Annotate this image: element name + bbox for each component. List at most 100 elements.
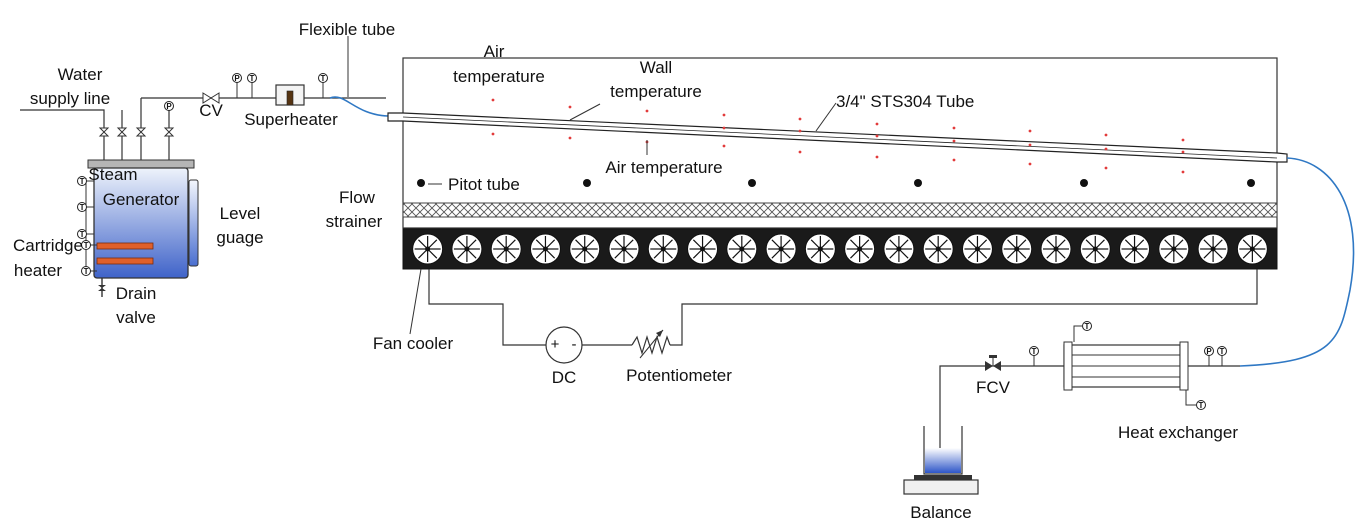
t-sensor-icon [77, 176, 94, 187]
t-sensor-icon [81, 240, 97, 251]
fan-icon [804, 233, 836, 265]
thermocouple-points [491, 98, 1185, 174]
balance-label: Balance [910, 503, 971, 522]
fan-icon [608, 233, 640, 265]
fan-icon [412, 233, 444, 265]
fan-icon [451, 233, 483, 265]
tube-label: 3/4" STS304 Tube [836, 92, 974, 111]
fan-icon [922, 233, 954, 265]
valve-icon [135, 127, 147, 137]
fan-row [412, 233, 1268, 265]
fan-circuit-wire [428, 269, 546, 346]
cartridge-heater-lower [96, 257, 154, 265]
drain-valve-label-1: Drain [116, 284, 157, 303]
svg-text:T: T [250, 74, 255, 83]
fan-icon [687, 233, 719, 265]
fan-icon [883, 233, 915, 265]
fan-icon [529, 233, 561, 265]
t-sensor-icon: T [318, 73, 328, 83]
t-sensor-icon [81, 266, 97, 277]
svg-text:T: T [1085, 322, 1090, 331]
fan-icon [726, 233, 758, 265]
steam-generator: Steam Generator Level guage Cartridge he… [13, 159, 264, 327]
dc-label: DC [552, 368, 577, 387]
fan-icon [961, 233, 993, 265]
p-sensor-icon: P [232, 73, 242, 83]
check-valve-icon [202, 92, 212, 104]
dc-plus-sign: + [551, 336, 560, 353]
p-sensor-icon: P [164, 101, 174, 111]
cartridge-heater-label-1: Cartridge [13, 236, 83, 255]
dc-power-supply [545, 326, 583, 364]
air-temperature-bottom-label: Air temperature [605, 158, 722, 177]
heat-exchanger-label: Heat exchanger [1118, 423, 1238, 442]
water-supply-line [20, 109, 105, 160]
condensate-line [939, 365, 1064, 465]
potentiometer-icon [631, 334, 671, 356]
flexible-tube-label: Flexible tube [299, 20, 395, 39]
steam-generator-label-1: Steam [88, 165, 137, 184]
level-gauge-label-2: guage [216, 228, 263, 247]
p-sensor-icon: P [1204, 346, 1214, 356]
valve-icon [163, 127, 175, 137]
fan-icon [1158, 233, 1190, 265]
t-sensor-icon: T [1029, 346, 1039, 356]
steam-generator-label-2: Generator [103, 190, 180, 209]
flexible-tube-inlet [329, 96, 389, 117]
flow-strainer [402, 202, 1278, 218]
t-sensor-icon: T [1196, 400, 1206, 410]
svg-text:P: P [234, 74, 240, 83]
fan-icon [1197, 233, 1229, 265]
fan-icon [1119, 233, 1151, 265]
svg-text:T: T [1220, 347, 1225, 356]
level-gauge [188, 179, 199, 267]
pitot-tubes [417, 179, 1255, 187]
fan-icon [1079, 233, 1111, 265]
flow-strainer-label-2: strainer [326, 212, 383, 231]
svg-text:P: P [166, 102, 172, 111]
fan-icon [765, 233, 797, 265]
beaker [923, 426, 963, 475]
fcv-icon [985, 361, 993, 371]
flexible-tube-outlet [1239, 157, 1355, 367]
fan-icon [647, 233, 679, 265]
dc-minus-sign: - [572, 336, 577, 353]
balance-pan [914, 475, 972, 480]
supply-piping: P P T T Water supply line CV Superheater… [20, 20, 395, 160]
svg-text:T: T [321, 74, 326, 83]
water-supply-label-1: Water [58, 65, 103, 84]
fan-icon [569, 233, 601, 265]
air-temperature-label-2: temperature [453, 67, 545, 86]
fcv-label: FCV [976, 378, 1011, 397]
potentiometer-label: Potentiometer [626, 366, 732, 385]
valve-icon [98, 127, 110, 137]
fan-icon [844, 233, 876, 265]
svg-text:T: T [1199, 401, 1204, 410]
wall-temperature-label-2: temperature [610, 82, 702, 101]
air-temperature-label-1: Air [484, 42, 505, 61]
t-sensor-icon: T [1217, 346, 1227, 356]
fan-icon [1236, 233, 1268, 265]
t-sensor-icon [77, 229, 94, 240]
t-sensor-icon [77, 202, 94, 213]
level-gauge-label-1: Level [220, 204, 261, 223]
flow-strainer-label-1: Flow [339, 188, 376, 207]
fan-cooler-label: Fan cooler [373, 334, 454, 353]
generator-vessel [93, 167, 189, 279]
water-supply-label-2: supply line [30, 89, 110, 108]
pitot-tube-label: Pitot tube [448, 175, 520, 194]
valve-icon [116, 127, 128, 137]
t-sensor-icon: T [1082, 321, 1092, 331]
drain-valve-label-2: valve [116, 308, 156, 327]
t-sensor-icon: T [247, 73, 257, 83]
cartridge-heater-label-2: heater [14, 261, 63, 280]
test-section-box [402, 57, 1278, 229]
outlet-section: T T P T T FCV Heat exchanger Balance [903, 321, 1240, 522]
superheater-label: Superheater [244, 110, 338, 129]
svg-text:T: T [1032, 347, 1037, 356]
fan-icon [1001, 233, 1033, 265]
check-valve-label: CV [199, 101, 223, 120]
fan-icon [490, 233, 522, 265]
test-section: Air temperature Wall temperature 3/4" ST… [326, 42, 1355, 367]
